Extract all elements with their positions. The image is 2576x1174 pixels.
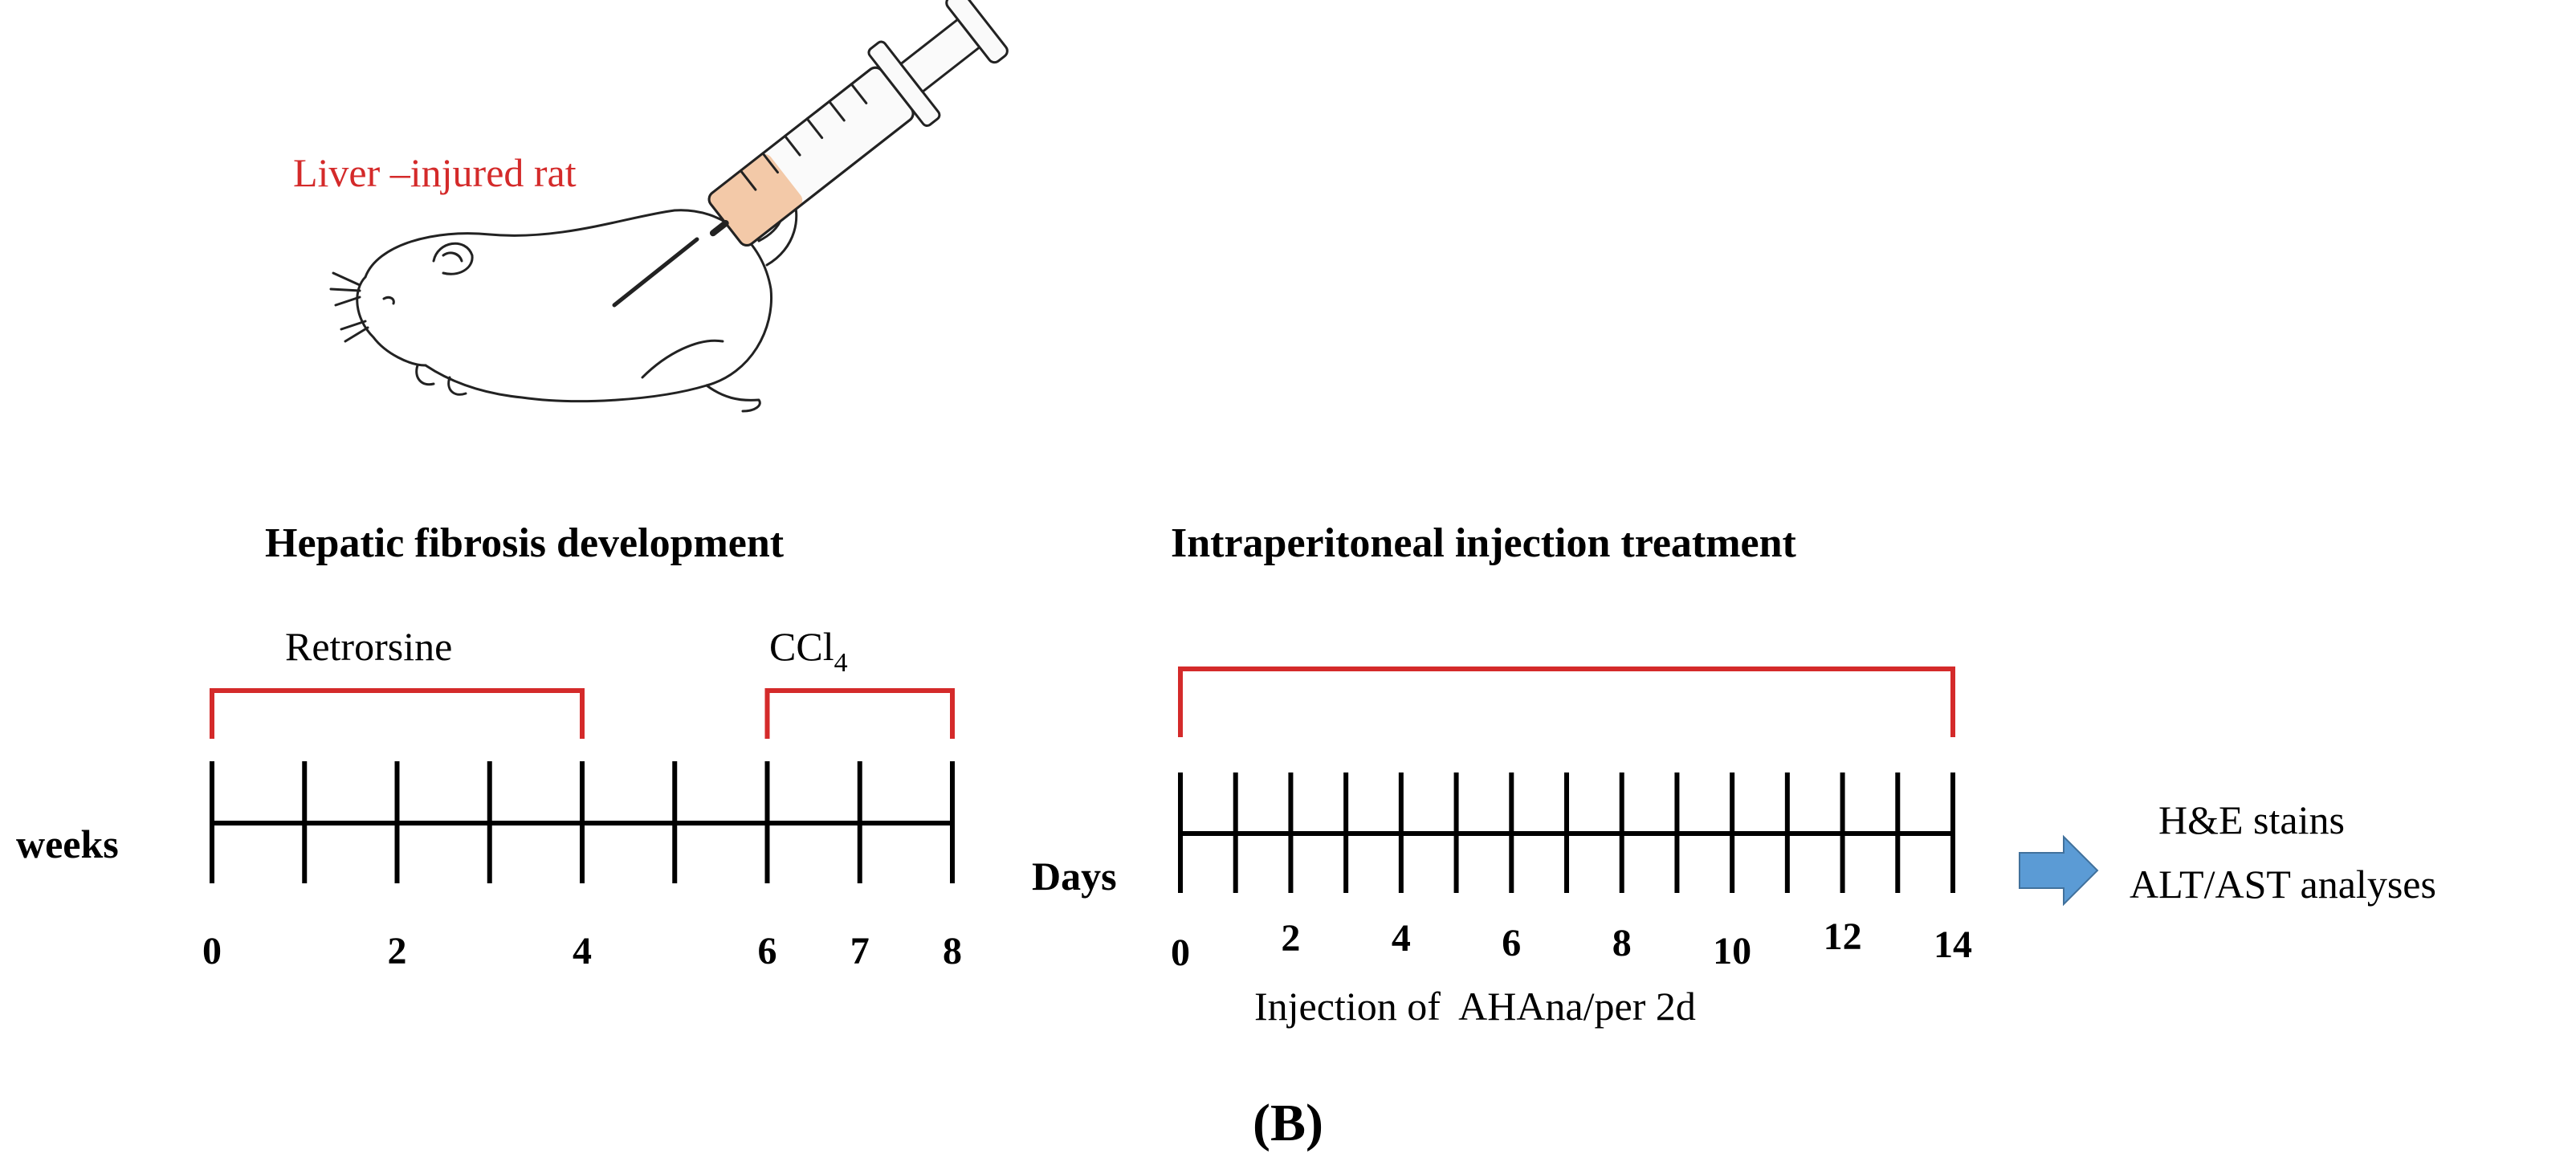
timeline-bracket — [210, 688, 585, 739]
injection-caption: Injection of AHAna/per 2d — [1254, 984, 1696, 1029]
tick-label: 8 — [943, 930, 962, 972]
fibrosis-timeline: Hepatic fibrosis development Retrorsine … — [16, 520, 962, 972]
rat-illustration: Liver –injured rat — [293, 0, 1009, 413]
treatment-title: Intraperitoneal injection treatment — [1171, 520, 1797, 566]
fibrosis-title: Hepatic fibrosis development — [265, 520, 785, 566]
tick-label: 0 — [1171, 931, 1190, 974]
rat-icon — [329, 159, 798, 413]
fibrosis-marks: 0 2 4 6 7 8 — [202, 688, 962, 972]
tick-label: 4 — [1392, 917, 1411, 960]
tick-label: 12 — [1824, 915, 1862, 958]
panel-label: (B) — [1253, 1094, 1323, 1152]
treatment-timeline: Intraperitoneal injection treatment 0 2 4 6… — [1032, 520, 1972, 1029]
tick-label: 7 — [850, 930, 870, 972]
tick-label: 4 — [573, 930, 592, 972]
timeline-bracket — [764, 688, 955, 739]
tick-label: 8 — [1612, 922, 1632, 964]
tick-label: 0 — [202, 930, 222, 972]
tick-label: 14 — [1934, 923, 1972, 966]
days-axis-label: Days — [1032, 854, 1117, 899]
syringe-icon — [612, 0, 1009, 308]
tick-label: 6 — [758, 930, 777, 972]
weeks-axis-label: weeks — [16, 821, 119, 866]
tick-label: 10 — [1713, 930, 1751, 972]
outcome: H&E stains ALT/AST analyses — [2019, 797, 2436, 907]
outcome-line-alt: ALT/AST analyses — [2130, 862, 2436, 907]
tick-label: 2 — [1281, 917, 1300, 960]
retrorsine-label: Retrorsine — [285, 624, 452, 669]
outcome-line-he: H&E stains — [2158, 797, 2345, 842]
ccl4-label: CCl4 — [769, 624, 848, 678]
right-arrow-icon — [2019, 834, 2099, 907]
tick-label: 6 — [1502, 922, 1521, 964]
treatment-marks: 0 2 4 6 8 10 12 14 — [1171, 666, 1972, 974]
tick-label: 2 — [388, 930, 407, 972]
timeline-bracket — [1178, 666, 1955, 737]
rat-label: Liver –injured rat — [293, 150, 577, 195]
